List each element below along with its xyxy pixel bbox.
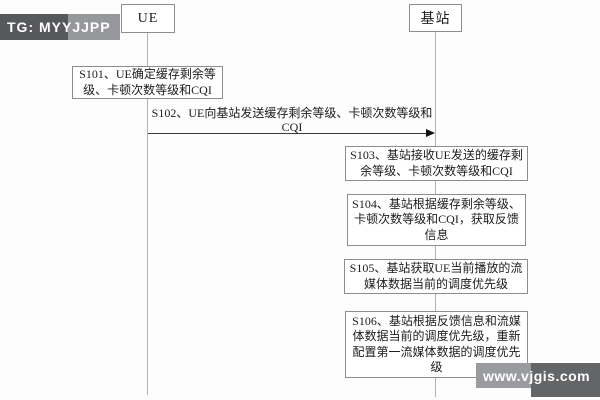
lifeline-ue [147, 33, 148, 395]
watermark-top-left-text: TG: MYYJJPP [7, 19, 111, 35]
step-box-s103: S103、基站接收UE发送的缓存剩余等级、卡顿次数等级和CQI [345, 146, 528, 181]
actor-box-ue: UE [121, 4, 175, 33]
message-label-s102: S102、UE向基站发送缓存剩余等级、卡顿次数等级和CQI [151, 106, 433, 134]
step-box-s105: S105、基站获取UE当前播放的流媒体数据当前的调度优先级 [344, 259, 528, 294]
watermark-bottom-right-text: www.vjgis.com [483, 367, 591, 384]
actor-box-base-station: 基站 [409, 4, 462, 32]
step-label-s104: S104、基站根据缓存剩余等级、卡顿次数等级和CQI，获取反馈信息 [352, 196, 521, 242]
actor-label-ue: UE [137, 10, 159, 26]
arrowhead-right-icon [426, 129, 435, 137]
step-label-s106: S106、基站根据反馈信息和流媒体数据当前的调度优先级，重新配置第一流媒体数据的… [352, 313, 521, 375]
step-box-s106: S106、基站根据反馈信息和流媒体数据当前的调度优先级，重新配置第一流媒体数据的… [345, 311, 528, 378]
watermark-bottom-right-light-block [476, 363, 531, 388]
step-label-s101: S101、UE确定缓存剩余等级、卡顿次数等级和CQI [79, 67, 216, 97]
step-box-s104: S104、基站根据缓存剩余等级、卡顿次数等级和CQI，获取反馈信息 [347, 194, 526, 246]
watermark-top-left-light-block [68, 14, 120, 40]
step-label-s103: S103、基站接收UE发送的缓存剩余等级、卡顿次数等级和CQI [350, 148, 523, 178]
watermark-top-left-dark-block [0, 14, 68, 40]
watermark-bottom-right-dark-block [531, 363, 600, 397]
step-box-s101: S101、UE确定缓存剩余等级、卡顿次数等级和CQI [72, 66, 223, 99]
step-label-s105: S105、基站获取UE当前播放的流媒体数据当前的调度优先级 [349, 261, 523, 291]
actor-label-base-station: 基站 [420, 12, 451, 27]
message-line-s102 [148, 133, 427, 134]
